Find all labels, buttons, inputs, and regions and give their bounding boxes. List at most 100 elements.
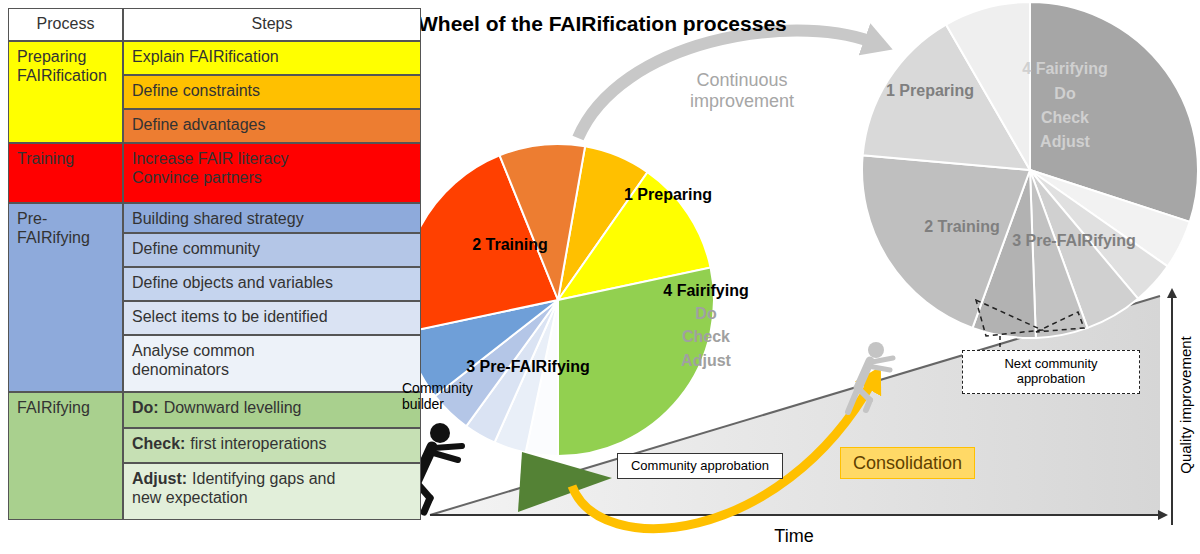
text-label: Check bbox=[682, 328, 730, 346]
table-cell: Adjust:Identifying gaps and new expectat… bbox=[123, 463, 421, 520]
figure-arm bbox=[872, 358, 893, 362]
next-builder-figure bbox=[848, 342, 893, 412]
table-text: Building shared strategy bbox=[132, 210, 304, 227]
table-text: Define objects and variables bbox=[132, 274, 333, 291]
continuous-arrow bbox=[578, 31, 872, 138]
table-text: Preparing FAIRification bbox=[17, 48, 107, 84]
table-cell: FAIRifying bbox=[8, 392, 123, 520]
box-text: Next community approbation bbox=[991, 357, 1111, 387]
table-text: Explain FAIRification bbox=[132, 48, 279, 65]
text-label: Quality improvement bbox=[1177, 336, 1194, 474]
table-text: FAIRifying bbox=[17, 399, 90, 416]
table-text: Downward levelling bbox=[164, 399, 302, 416]
text-label: 3 Pre-FAIRifying bbox=[466, 358, 590, 376]
box-text: Consolidation bbox=[853, 453, 962, 474]
box-content: Community approbation bbox=[631, 459, 769, 474]
table-cell: Process bbox=[8, 8, 123, 41]
text-label: Community builder bbox=[402, 380, 480, 412]
cell-content: Steps bbox=[132, 14, 412, 33]
cell-content: Increase FAIR literacy Convince partners bbox=[132, 149, 310, 187]
consolidation-arrow bbox=[572, 382, 872, 529]
table-cell: Analyse common denominators bbox=[123, 335, 421, 392]
text-label: 4 Fairifying bbox=[1022, 60, 1107, 78]
table-cell: Increase FAIR literacy Convince partners bbox=[123, 143, 421, 203]
wheels bbox=[402, 2, 1198, 456]
cell-content: FAIRifying bbox=[17, 398, 114, 417]
text-label: Adjust bbox=[681, 352, 731, 370]
text-label: 2 Training bbox=[924, 218, 1000, 236]
table-text: first interoperations bbox=[190, 435, 326, 452]
figure-head bbox=[430, 423, 450, 443]
text-label: Time bbox=[774, 526, 813, 547]
text-label: Do bbox=[695, 305, 716, 323]
table-text: Steps bbox=[252, 15, 293, 32]
leader-line bbox=[999, 336, 1001, 350]
cell-content: Define community bbox=[132, 239, 412, 258]
text-label: 3 Pre-FAIRifying bbox=[1012, 232, 1136, 250]
cell-content: Check: first interoperations bbox=[132, 434, 412, 453]
cell-content: Define constraints bbox=[132, 81, 412, 100]
figure-arm bbox=[430, 452, 458, 460]
table-cell: Define objects and variables bbox=[123, 267, 421, 301]
table-text: Check: bbox=[132, 435, 185, 452]
cell-content: Explain FAIRification bbox=[132, 47, 412, 66]
process-box: Next community approbation bbox=[962, 350, 1140, 394]
table-text: Define advantages bbox=[132, 116, 265, 133]
text-label: Do bbox=[1054, 85, 1075, 103]
table-text: Select items to be identified bbox=[132, 308, 328, 325]
wheel-slice bbox=[500, 144, 586, 300]
table-text: Process bbox=[37, 15, 95, 32]
figure-head bbox=[868, 342, 884, 358]
text-label: 4 Fairifying bbox=[663, 282, 748, 300]
table-cell: Define community bbox=[123, 233, 421, 267]
dashed-wedge bbox=[1036, 312, 1084, 332]
cell-content: Select items to be identified bbox=[132, 307, 412, 326]
text-label: 1 Preparing bbox=[624, 186, 712, 204]
cell-content: Process bbox=[17, 14, 114, 33]
text-label: Check bbox=[1041, 109, 1089, 127]
figure-leg bbox=[848, 388, 858, 412]
table-cell: Check: first interoperations bbox=[123, 428, 421, 463]
cell-content: Pre-FAIRifying bbox=[17, 209, 117, 247]
text-label: Continuous improvement bbox=[687, 70, 797, 111]
table-text: Analyse common denominators bbox=[132, 342, 255, 378]
process-box: Consolidation bbox=[840, 447, 975, 479]
table-cell: Explain FAIRification bbox=[123, 41, 421, 75]
box-text: Community approbation bbox=[631, 459, 769, 474]
dashed-wedge bbox=[976, 300, 1042, 336]
cell-content: Define advantages bbox=[132, 115, 412, 134]
figure-arm bbox=[434, 446, 462, 448]
table-text: Define community bbox=[132, 240, 260, 257]
cell-content: Adjust:Identifying gaps and new expectat… bbox=[132, 469, 367, 507]
table-cell: Do: Downward levelling bbox=[123, 392, 421, 428]
table-cell: Building shared strategy bbox=[123, 203, 421, 233]
table-cell: Pre-FAIRifying bbox=[8, 203, 123, 392]
cell-content: Preparing FAIRification bbox=[17, 47, 122, 85]
table-cell: Training bbox=[8, 143, 123, 203]
cell-content: Do: Downward levelling bbox=[132, 398, 412, 417]
table-text: Adjust: bbox=[132, 470, 187, 487]
table-text: Do: bbox=[132, 399, 159, 416]
wedge bbox=[518, 452, 612, 512]
figure-arm bbox=[868, 366, 890, 370]
box-content: Consolidation bbox=[853, 453, 962, 474]
table-cell: Define advantages bbox=[123, 109, 421, 143]
table-text: Pre-FAIRifying bbox=[17, 210, 90, 246]
box-content: Next community approbation bbox=[991, 357, 1111, 387]
table-cell: Steps bbox=[123, 8, 421, 41]
cell-content: Analyse common denominators bbox=[132, 341, 282, 379]
table-text: Increase FAIR literacy Convince partners bbox=[132, 150, 289, 186]
table-text: Define constraints bbox=[132, 82, 260, 99]
wheel-slice bbox=[862, 155, 1030, 328]
table-text: Training bbox=[17, 150, 74, 167]
cell-content: Building shared strategy bbox=[132, 209, 412, 228]
table-cell: Select items to be identified bbox=[123, 301, 421, 335]
diagram-title: Wheel of the FAIRification processes bbox=[418, 12, 787, 36]
table-cell: Preparing FAIRification bbox=[8, 41, 123, 143]
figure-leg bbox=[866, 400, 870, 410]
process-box: Community approbation bbox=[617, 453, 783, 479]
table-cell: Define constraints bbox=[123, 75, 421, 109]
figure-leg bbox=[424, 498, 430, 512]
text-label: Adjust bbox=[1040, 133, 1090, 151]
